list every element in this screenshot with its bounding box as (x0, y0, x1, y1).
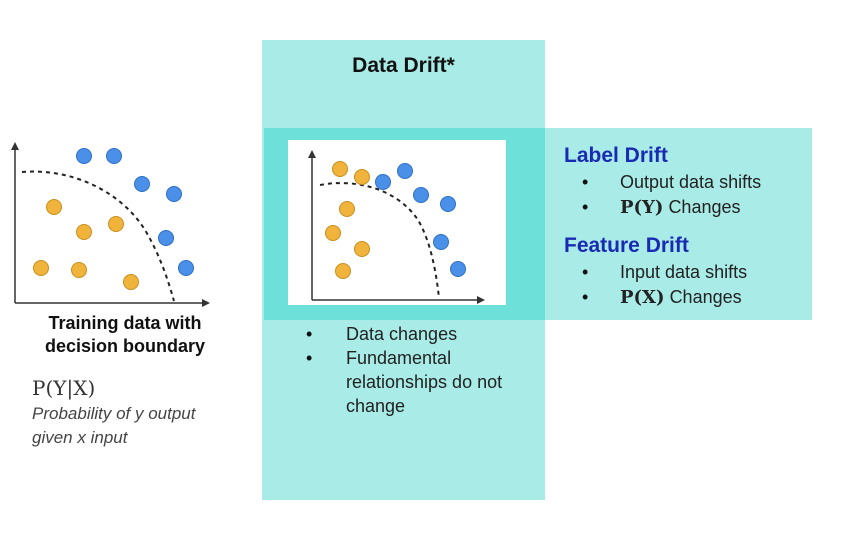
orange-point (339, 201, 355, 217)
orange-point (76, 224, 92, 240)
orange-point (354, 241, 370, 257)
orange-point (335, 263, 351, 279)
orange-point (354, 169, 370, 185)
orange-point (46, 199, 62, 215)
blue-point (397, 163, 413, 179)
drifted-plot-background (288, 140, 506, 305)
blue-point (106, 148, 122, 164)
blue-point (134, 176, 150, 192)
data-drift-title: Data Drift* (352, 54, 455, 77)
blue-point (375, 174, 391, 190)
feature-drift-list: Input data shifts P(X) Changes (582, 260, 747, 310)
orange-point (71, 262, 87, 278)
blue-point (178, 260, 194, 276)
feature-drift-item-1-text: Input data shifts (620, 262, 748, 282)
y-axis-arrow (308, 150, 316, 158)
blue-point (433, 234, 449, 250)
px-symbol: P(X) (620, 287, 665, 308)
orange-point (332, 161, 348, 177)
blue-point (158, 230, 174, 246)
blue-point (440, 196, 456, 212)
feature-drift-heading: Feature Drift (564, 234, 689, 257)
training-data-plot (11, 142, 210, 307)
orange-point (123, 274, 139, 290)
feature-drift-item-2-text: Changes (669, 287, 742, 307)
drifted-data-plot (308, 150, 485, 304)
bullet-data-changes: Data changes (300, 322, 530, 346)
orange-point (108, 216, 124, 232)
label-drift-list: Output data shifts P(Y) Changes (582, 170, 761, 220)
py-symbol: P(Y) (620, 197, 664, 218)
feature-drift-item-2: P(X) Changes (582, 285, 747, 310)
decision-boundary (21, 170, 175, 302)
bullet-relationships: Fundamental relationships do not change (300, 346, 530, 418)
training-caption: Training data with decision boundary (10, 312, 240, 358)
label-drift-item-1: Output data shifts (582, 170, 761, 195)
x-axis-arrow (202, 299, 210, 307)
blue-point (413, 187, 429, 203)
training-points (33, 148, 194, 290)
label-drift-item-1-text: Output data shifts (620, 172, 762, 192)
caption-line-1: Training data with (48, 313, 202, 333)
x-axis-arrow (477, 296, 485, 304)
blue-point (450, 261, 466, 277)
data-drift-bullets: Data changes Fundamental relationships d… (300, 322, 530, 418)
label-drift-heading: Label Drift (564, 144, 668, 167)
label-drift-item-2-text: Changes (668, 197, 741, 217)
orange-point (325, 225, 341, 241)
decision-boundary (319, 182, 440, 299)
orange-point (33, 260, 49, 276)
blue-point (166, 186, 182, 202)
blue-point (76, 148, 92, 164)
formula-description: Probability of y output given x input (32, 404, 196, 447)
caption-line-2: decision boundary (44, 336, 206, 356)
y-axis-arrow (11, 142, 19, 150)
conditional-probability-formula: P(Y|X) (32, 376, 96, 400)
label-drift-item-2: P(Y) Changes (582, 195, 761, 220)
drifted-points (325, 161, 466, 279)
feature-drift-item-1: Input data shifts (582, 260, 747, 285)
